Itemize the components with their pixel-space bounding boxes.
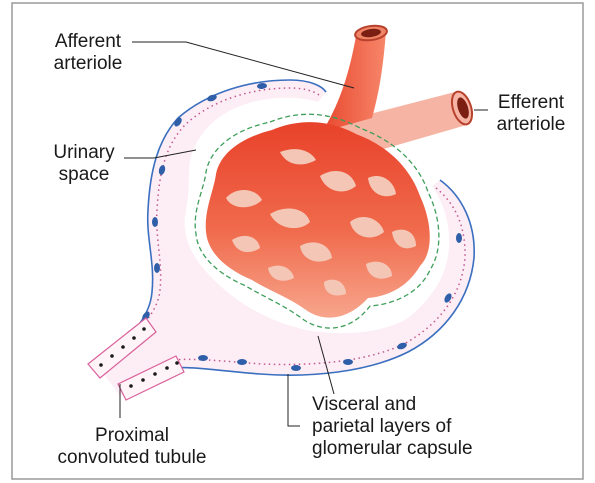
label-afferent-line2: arteriole [40,53,136,75]
label-urinary-line2: space [44,164,124,186]
label-afferent-arteriole: Afferent arteriole [40,31,136,75]
label-efferent-line2: arteriole [488,114,574,136]
leader-afferent [132,42,354,88]
leader-layers-parietal [288,374,300,426]
label-layers-line1: Visceral and [312,394,512,416]
label-pct-line1: Proximal [50,425,214,447]
label-layers-line3: glomerular capsule [312,438,512,460]
label-pct-line2: convoluted tubule [50,447,214,469]
label-urinary-space: Urinary space [44,142,124,186]
label-proximal-convoluted-tubule: Proximal convoluted tubule [50,425,214,469]
label-urinary-line1: Urinary [44,142,124,164]
label-visceral-parietal-layers: Visceral and parietal layers of glomerul… [312,394,512,460]
glomerular-tuft [206,122,430,318]
label-efferent-arteriole: Efferent arteriole [488,92,574,136]
label-layers-line2: parietal layers of [312,416,512,438]
label-efferent-line1: Efferent [488,92,574,114]
label-afferent-line1: Afferent [40,31,136,53]
